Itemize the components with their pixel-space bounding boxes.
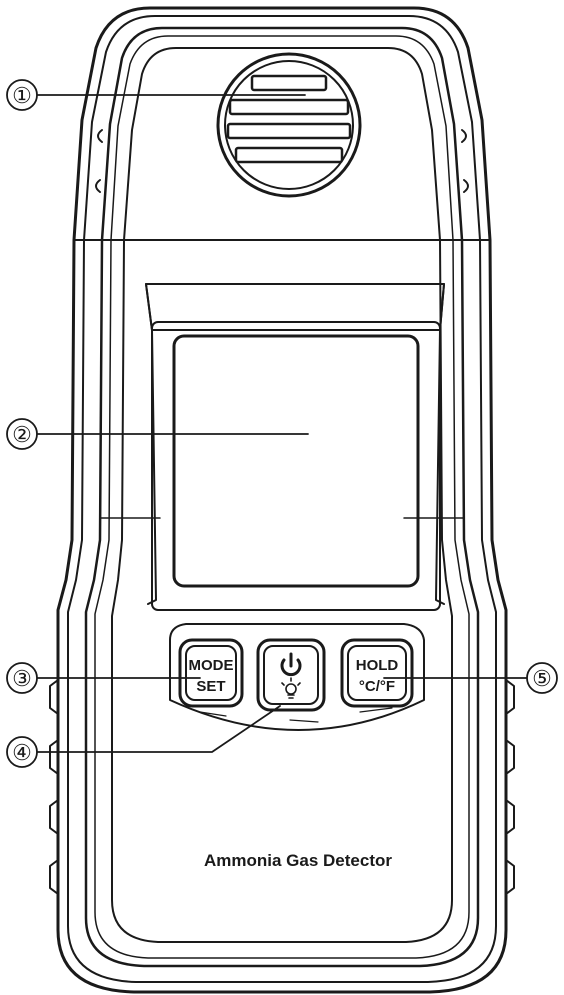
- callout-number: ①: [12, 83, 32, 108]
- device-body: [49, 6, 515, 994]
- grille-slot-4: [234, 146, 344, 164]
- unit-label: °C/°F: [359, 678, 395, 695]
- callout-leaders: [36, 94, 528, 753]
- lcd-screen: [172, 334, 420, 588]
- grille-slot-3: [226, 122, 352, 140]
- callout-2: ②: [6, 418, 38, 450]
- button-marks: [199, 707, 393, 723]
- mode-label: MODE: [189, 657, 234, 674]
- callout-4: ④: [6, 736, 38, 768]
- callout-number: ⑤: [532, 666, 552, 691]
- callout-number: ④: [12, 740, 32, 765]
- button-panel: [169, 623, 425, 731]
- callout-number: ②: [12, 422, 32, 447]
- sensor-grille: [216, 52, 362, 198]
- grille-slot-1: [250, 74, 328, 92]
- hold-label: HOLD: [356, 657, 399, 674]
- hold-unit-button[interactable]: HOLD °C/°F: [340, 638, 414, 708]
- power-icon: [280, 652, 302, 677]
- device-name: Ammonia Gas Detector: [204, 851, 392, 870]
- callout-number: ③: [12, 666, 32, 691]
- set-label: SET: [196, 678, 225, 695]
- callout-5: ⑤: [526, 662, 558, 694]
- callout-3: ③: [6, 662, 38, 694]
- callout-1: ①: [6, 79, 38, 111]
- mode-set-button[interactable]: MODE SET: [178, 638, 244, 708]
- power-light-button[interactable]: [256, 638, 326, 712]
- display-assembly: [145, 283, 445, 611]
- grille-slot-2: [228, 98, 350, 116]
- lightbulb-icon: [281, 677, 301, 699]
